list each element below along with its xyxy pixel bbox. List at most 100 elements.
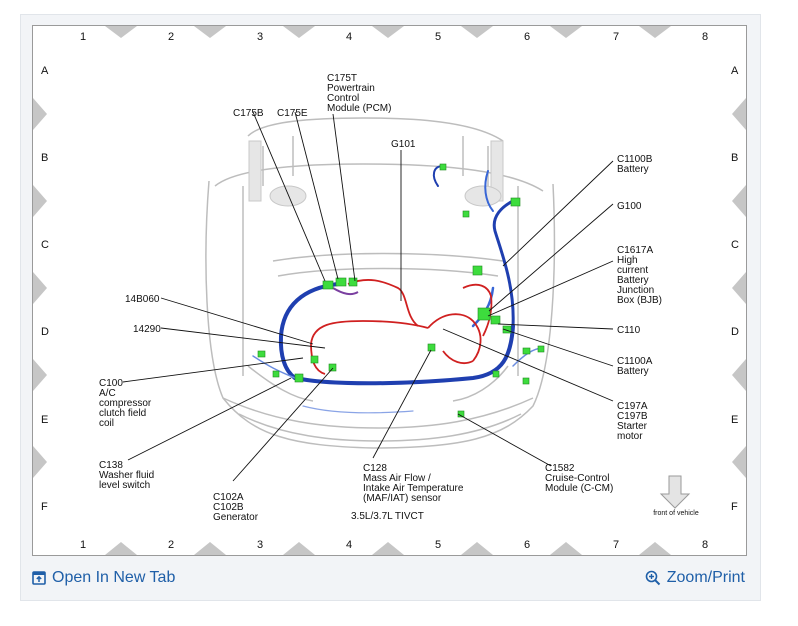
open-in-new-tab-link[interactable]: Open In New Tab xyxy=(32,569,175,587)
harness-blue xyxy=(252,165,544,414)
row-label: D xyxy=(41,326,49,338)
tick-left xyxy=(33,446,47,478)
col-label: 7 xyxy=(613,539,619,551)
row-labels-left: A B C D E F xyxy=(41,65,49,513)
callout-c197: C197A C197B Starter motor xyxy=(617,401,650,442)
callout-c1100a: C1100A Battery xyxy=(617,356,655,377)
row-label: F xyxy=(41,501,48,513)
wiring-diagram: 1 2 3 4 5 6 7 8 1 2 3 4 5 6 7 8 A B C D … xyxy=(32,25,747,556)
row-label: A xyxy=(731,65,739,77)
tick-top xyxy=(639,26,671,38)
tick-left xyxy=(33,272,47,304)
col-label: 3 xyxy=(257,539,263,551)
tick-top xyxy=(283,26,315,38)
callout-c175t: C175T Powertrain Control Module (PCM) xyxy=(327,73,391,114)
column-labels-top: 1 2 3 4 5 6 7 8 xyxy=(80,31,708,43)
engine-label: 3.5L/3.7L TIVCT xyxy=(351,511,424,522)
zoom-print-link[interactable]: Zoom/Print xyxy=(645,569,745,587)
row-label: C xyxy=(41,239,49,251)
tick-bottom xyxy=(639,542,671,555)
tick-top xyxy=(105,26,137,38)
callout-g100: G100 xyxy=(617,201,642,212)
new-tab-icon xyxy=(32,571,46,585)
tick-bottom xyxy=(461,542,493,555)
callout-c1617a: C1617A High current Battery Junction Box… xyxy=(617,245,662,306)
tick-bottom xyxy=(283,542,315,555)
tick-top xyxy=(194,26,226,38)
tick-left xyxy=(33,359,47,391)
row-label: F xyxy=(731,501,738,513)
callout-c175b: C175B xyxy=(233,108,264,119)
callout-g101: G101 xyxy=(391,139,416,150)
harness-red xyxy=(310,279,493,375)
col-label: 1 xyxy=(80,539,86,551)
callout-c100: C100 A/C compressor clutch field coil xyxy=(99,378,154,429)
tick-left xyxy=(33,98,47,130)
zoom-print-label: Zoom/Print xyxy=(666,569,745,586)
tick-top xyxy=(372,26,404,38)
connectors xyxy=(257,163,545,418)
row-label: E xyxy=(41,414,48,426)
connector xyxy=(257,350,266,358)
connector xyxy=(537,345,545,353)
connector xyxy=(490,315,501,325)
callout-14b060: 14B060 xyxy=(125,294,160,305)
connector xyxy=(462,210,470,218)
tick-right xyxy=(732,98,746,130)
zoom-icon xyxy=(645,570,661,586)
tick-top xyxy=(550,26,582,38)
connector xyxy=(522,377,530,385)
row-labels-right: A B C D E F xyxy=(731,65,739,513)
col-label: 2 xyxy=(168,539,174,551)
row-label: E xyxy=(731,414,738,426)
tick-bottom xyxy=(105,542,137,555)
callout-c175e: C175E xyxy=(277,108,308,119)
connector xyxy=(510,197,521,207)
col-label: 5 xyxy=(435,31,441,43)
callout-c1582: C1582 Cruise-Control Module (C-CM) xyxy=(545,463,613,494)
col-label: 6 xyxy=(524,31,530,43)
connector xyxy=(348,277,358,287)
col-label: 6 xyxy=(524,539,530,551)
col-label: 8 xyxy=(702,31,708,43)
front-of-vehicle-label: front of vehicle xyxy=(653,510,699,517)
tick-bottom xyxy=(194,542,226,555)
connector xyxy=(439,163,447,171)
callout-14290: 14290 xyxy=(133,324,161,335)
tick-left xyxy=(33,185,47,217)
diagram-canvas: 1 2 3 4 5 6 7 8 1 2 3 4 5 6 7 8 A B C D … xyxy=(33,26,746,555)
connector xyxy=(427,343,436,352)
col-label: 2 xyxy=(168,31,174,43)
connector xyxy=(472,265,483,276)
connector xyxy=(328,363,337,372)
row-label: B xyxy=(41,152,48,164)
col-label: 3 xyxy=(257,31,263,43)
leader-lines xyxy=(122,111,614,482)
row-label: D xyxy=(731,326,739,338)
connector xyxy=(294,373,304,383)
connector xyxy=(492,370,500,378)
col-label: 4 xyxy=(346,539,352,551)
open-in-new-tab-label: Open In New Tab xyxy=(52,569,176,586)
tick-right xyxy=(732,185,746,217)
front-of-vehicle-arrow-icon xyxy=(659,475,691,509)
grid-ticks xyxy=(33,26,746,555)
row-label: A xyxy=(41,65,49,77)
connector xyxy=(322,280,334,290)
col-label: 1 xyxy=(80,31,86,43)
col-label: 7 xyxy=(613,31,619,43)
connector xyxy=(477,307,491,321)
callout-c1100b: C1100B Battery xyxy=(617,154,655,175)
diagram-footer: Open In New Tab Zoom/Print xyxy=(32,560,745,596)
connector xyxy=(272,370,280,378)
harness-purple xyxy=(332,287,359,296)
connector xyxy=(502,325,512,334)
tick-bottom xyxy=(372,542,404,555)
tick-right xyxy=(732,272,746,304)
callout-c110: C110 xyxy=(617,325,641,336)
connector xyxy=(522,347,531,355)
col-label: 4 xyxy=(346,31,352,43)
row-label: C xyxy=(731,239,739,251)
col-label: 8 xyxy=(702,539,708,551)
vehicle-shading xyxy=(248,140,504,207)
